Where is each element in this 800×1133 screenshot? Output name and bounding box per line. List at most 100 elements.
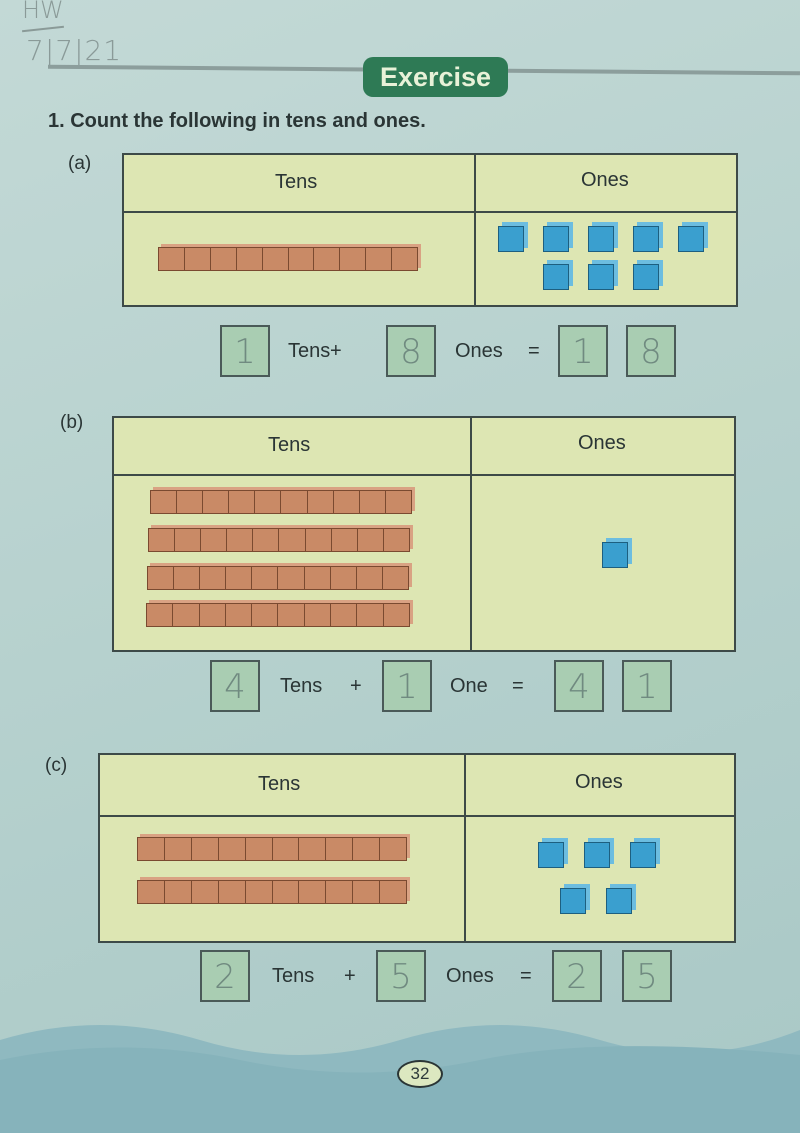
rod-unit	[314, 248, 341, 270]
rod-unit	[148, 567, 175, 589]
rod-unit	[252, 567, 279, 589]
plus-sign: +	[344, 965, 356, 987]
rod-unit	[263, 248, 289, 270]
one-cube	[602, 542, 628, 568]
rod-unit	[138, 881, 165, 903]
rod-unit	[226, 567, 253, 589]
rod-unit	[392, 248, 417, 270]
rod-unit	[138, 838, 165, 860]
rod-unit	[185, 248, 211, 270]
rod-unit	[384, 529, 409, 551]
rod-unit	[332, 529, 358, 551]
rod-unit	[246, 881, 273, 903]
rod-unit	[203, 491, 230, 513]
rod-unit	[273, 881, 300, 903]
one-cube	[498, 226, 524, 252]
handwritten-underline	[22, 25, 64, 33]
rod-unit	[340, 248, 367, 270]
one-cube	[630, 842, 656, 868]
ones-answer-box[interactable]: 8	[386, 325, 436, 377]
rod-unit	[279, 529, 306, 551]
tens-word: Tens	[288, 340, 331, 362]
ten-rod	[146, 603, 410, 627]
table-header-row	[100, 755, 734, 817]
ones-header: Ones	[581, 169, 629, 191]
tens-word: Tens	[280, 675, 323, 697]
tens-header: Tens	[268, 434, 311, 456]
rod-unit	[165, 838, 192, 860]
rod-unit	[211, 248, 237, 270]
rod-unit	[252, 604, 279, 626]
rod-unit	[237, 248, 263, 270]
question-text: 1. Count the following in tens and ones.	[48, 110, 426, 132]
column-divider	[464, 755, 466, 941]
tens-word: Tens	[272, 965, 315, 987]
one-cube	[543, 264, 569, 290]
rod-unit	[299, 838, 327, 860]
one-cube	[584, 842, 610, 868]
rod-unit	[227, 529, 254, 551]
rod-unit	[226, 604, 253, 626]
rod-unit	[357, 604, 384, 626]
plus-sign: +	[330, 340, 342, 362]
result-tens-box[interactable]: 4	[554, 660, 604, 712]
result-ones-box[interactable]: 1	[622, 660, 672, 712]
one-cube	[588, 264, 614, 290]
ten-rod	[147, 566, 409, 590]
tens-header: Tens	[258, 773, 301, 795]
ten-rod	[158, 247, 418, 271]
equals-sign: =	[512, 675, 524, 697]
item-label: (a)	[68, 153, 92, 174]
result-tens-box[interactable]: 2	[552, 950, 602, 1002]
result-ones-box[interactable]: 5	[622, 950, 672, 1002]
handwritten-date: 7|7|21	[26, 34, 123, 67]
ten-rod	[148, 528, 410, 552]
table-header-row	[114, 418, 734, 476]
rod-unit	[306, 529, 332, 551]
rod-unit	[149, 529, 176, 551]
exercise-badge: Exercise	[363, 57, 508, 97]
rod-unit	[201, 529, 228, 551]
rod-unit	[384, 604, 409, 626]
rod-unit	[357, 567, 383, 589]
result-ones-box[interactable]: 8	[626, 325, 676, 377]
rod-unit	[353, 838, 381, 860]
tens-header: Tens	[275, 171, 318, 193]
one-cube	[560, 888, 586, 914]
one-cube	[588, 226, 614, 252]
rod-unit	[253, 529, 280, 551]
rod-unit	[305, 604, 332, 626]
result-tens-box[interactable]: 1	[558, 325, 608, 377]
ones-answer-box[interactable]: 5	[376, 950, 426, 1002]
ones-answer-box[interactable]: 1	[382, 660, 432, 712]
ones-word: One	[450, 675, 488, 697]
rod-unit	[175, 529, 202, 551]
equals-sign: =	[528, 340, 540, 362]
rod-unit	[165, 881, 192, 903]
table-header-row	[124, 155, 736, 213]
rod-unit	[177, 491, 204, 513]
rod-unit	[200, 604, 226, 626]
column-divider	[474, 155, 476, 305]
rod-unit	[200, 567, 227, 589]
rod-unit	[278, 604, 305, 626]
rod-unit	[358, 529, 384, 551]
column-divider	[470, 418, 472, 650]
rod-unit	[289, 248, 315, 270]
tens-answer-box[interactable]: 2	[200, 950, 250, 1002]
ones-header: Ones	[578, 432, 626, 454]
equals-sign: =	[520, 965, 532, 987]
tens-answer-box[interactable]: 4	[210, 660, 260, 712]
rod-unit	[360, 491, 386, 513]
rod-unit	[219, 881, 246, 903]
tens-answer-box[interactable]: 1	[220, 325, 270, 377]
rod-unit	[331, 604, 358, 626]
rod-unit	[159, 248, 185, 270]
rod-unit	[192, 881, 219, 903]
rod-unit	[281, 491, 308, 513]
rod-unit	[380, 881, 406, 903]
rod-unit	[147, 604, 174, 626]
rod-unit	[229, 491, 256, 513]
rod-unit	[331, 567, 357, 589]
ones-word: Ones	[446, 965, 494, 987]
